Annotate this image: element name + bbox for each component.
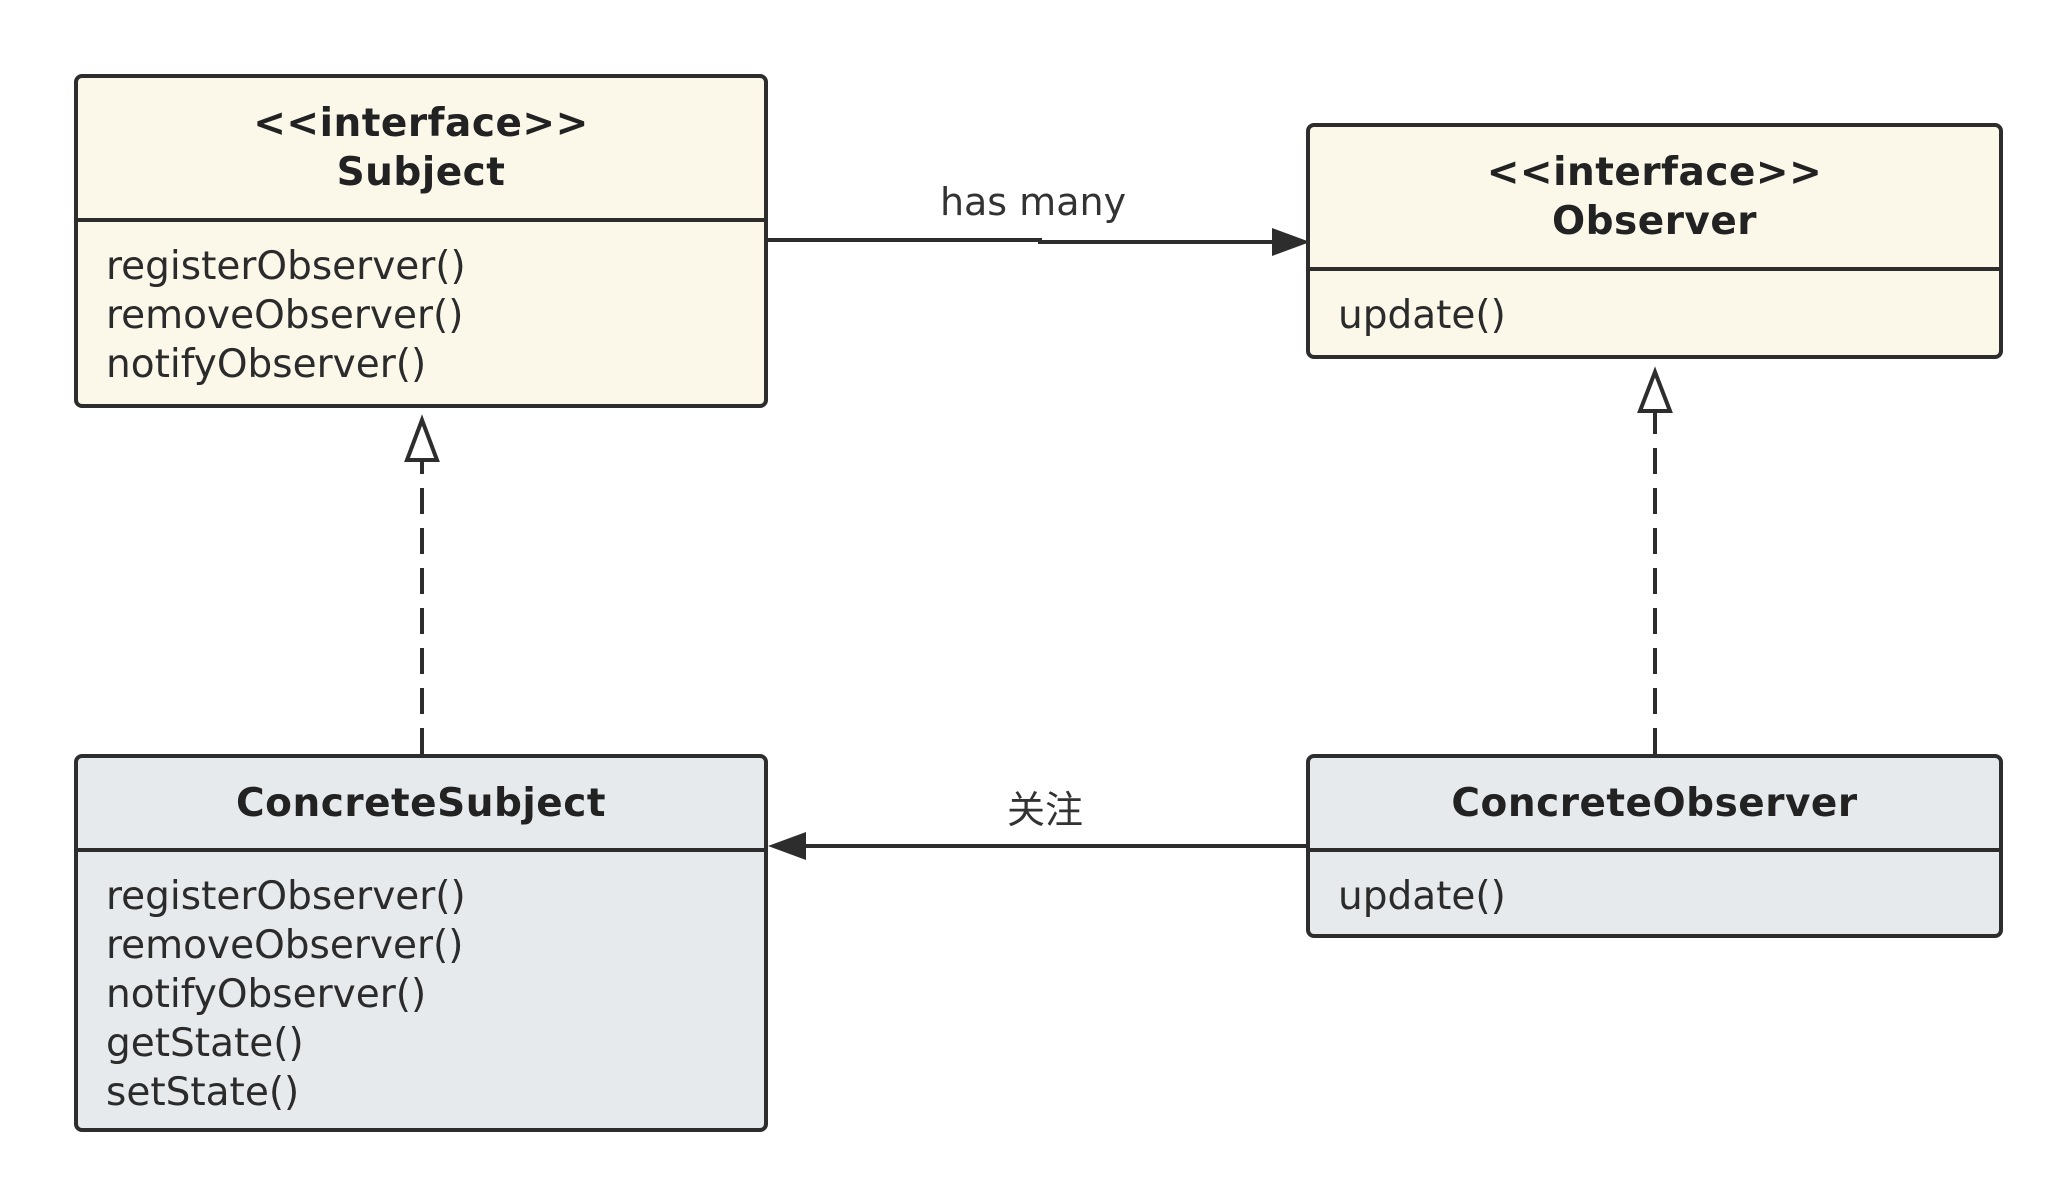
concrete-subject-class[interactable]: ConcreteSubject registerObserver() remov… bbox=[74, 754, 768, 1132]
observer-class-header: <<interface>> Observer bbox=[1310, 127, 1999, 271]
subject-class-name: Subject bbox=[336, 150, 506, 195]
concrete-observer-class-header: ConcreteObserver bbox=[1310, 758, 1999, 852]
method-item: removeObserver() bbox=[106, 293, 464, 338]
subject-realization-arrowhead bbox=[404, 414, 440, 462]
method-item: update() bbox=[1338, 874, 1506, 919]
concrete-observer-methods: update() bbox=[1310, 852, 1999, 921]
method-item: registerObserver() bbox=[106, 874, 466, 919]
concrete-subject-class-name: ConcreteSubject bbox=[236, 780, 606, 826]
observer-class-name: Observer bbox=[1551, 199, 1758, 244]
subject-interface-class[interactable]: <<interface>> Subject registerObserver()… bbox=[74, 74, 768, 408]
method-item: removeObserver() bbox=[106, 923, 464, 968]
method-item: getState() bbox=[106, 1021, 304, 1066]
method-item: registerObserver() bbox=[106, 244, 466, 289]
has-many-label: has many bbox=[939, 180, 1127, 224]
concrete-subject-class-header: ConcreteSubject bbox=[78, 758, 764, 852]
observer-realization-arrowhead bbox=[1637, 366, 1673, 413]
method-item: notifyObserver() bbox=[106, 972, 427, 1017]
method-item: update() bbox=[1338, 293, 1506, 338]
has-many-association-line bbox=[768, 238, 1285, 244]
subject-class-header: <<interface>> Subject bbox=[78, 78, 764, 222]
observer-interface-class[interactable]: <<interface>> Observer update() bbox=[1306, 123, 2003, 359]
subject-methods: registerObserver() removeObserver() noti… bbox=[78, 222, 764, 389]
method-item: setState() bbox=[106, 1070, 300, 1115]
attention-arrowhead bbox=[768, 832, 806, 860]
has-many-arrowhead bbox=[1272, 228, 1310, 256]
concrete-observer-class-name: ConcreteObserver bbox=[1451, 780, 1858, 826]
method-item: notifyObserver() bbox=[106, 342, 427, 387]
observer-methods: update() bbox=[1310, 271, 1999, 340]
attention-label: 关注 bbox=[1006, 788, 1084, 832]
subject-stereotype: <<interface>> bbox=[253, 101, 589, 146]
observer-stereotype: <<interface>> bbox=[1486, 150, 1823, 195]
concrete-observer-class[interactable]: ConcreteObserver update() bbox=[1306, 754, 2003, 938]
concrete-subject-methods: registerObserver() removeObserver() noti… bbox=[78, 852, 764, 1117]
